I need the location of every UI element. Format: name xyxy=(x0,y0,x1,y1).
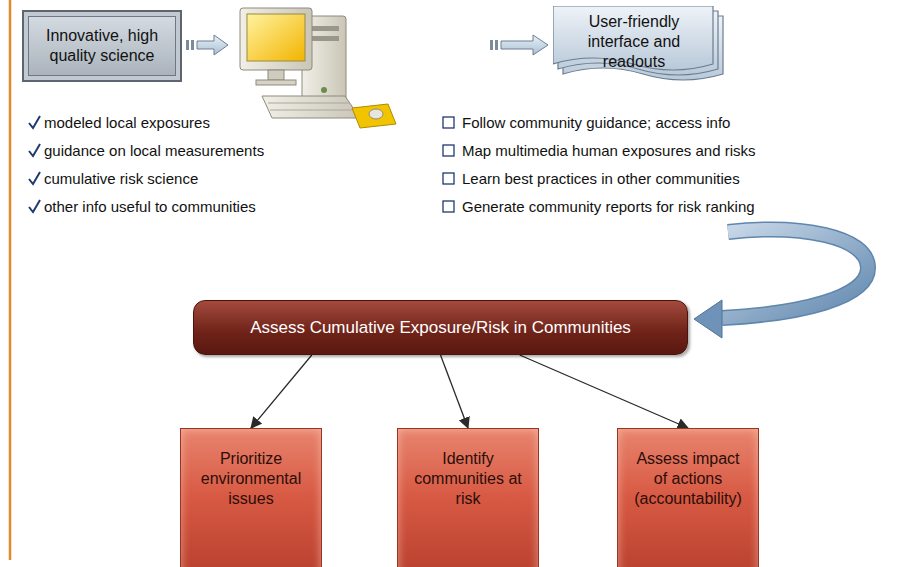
check-mark xyxy=(29,144,40,156)
key-row xyxy=(270,110,354,111)
arrow-tail-bar xyxy=(186,40,189,50)
source-box: Innovative, high quality science xyxy=(22,10,182,82)
connector-arrow xyxy=(251,355,312,428)
connector-arrow xyxy=(441,355,469,428)
bullet-squares xyxy=(443,117,454,212)
check-marks xyxy=(29,116,40,212)
curved-arrow-head xyxy=(694,300,722,338)
mouse xyxy=(369,109,383,119)
list-item: Follow community guidance; access info xyxy=(462,113,730,133)
check-mark xyxy=(29,116,40,128)
arrow-tail-bar xyxy=(191,40,194,50)
check-mark xyxy=(29,172,40,184)
monitor-screen xyxy=(247,14,305,61)
outcome-box: Identify communities at risk xyxy=(397,428,539,567)
list-item: other info useful to communities xyxy=(44,197,256,217)
arrow-body xyxy=(501,35,548,55)
bullet-square xyxy=(443,173,454,184)
bullet-square xyxy=(443,145,454,156)
list-item: modeled local exposures xyxy=(44,113,210,133)
curved-arrow-edge xyxy=(722,230,868,318)
arrow-tail-bar xyxy=(495,40,498,50)
node-text: Prioritize environmental issues xyxy=(191,449,311,509)
list-item: Generate community reports for risk rank… xyxy=(462,197,755,217)
power-light xyxy=(321,87,327,93)
computer-illustration xyxy=(240,8,396,128)
drive-slot xyxy=(309,36,339,41)
node-text: Assess impact of actions (accountability… xyxy=(628,449,748,509)
outcome-box: Prioritize environmental issues xyxy=(180,428,322,567)
flow-arrow xyxy=(186,35,228,55)
list-item: Learn best practices in other communitie… xyxy=(462,169,740,189)
mouse-pad xyxy=(352,104,396,128)
output-pages: User-friendly interface and readouts xyxy=(553,6,725,84)
connector-arrow xyxy=(520,355,688,428)
check-mark xyxy=(29,200,40,212)
list-item: Map multimedia human exposures and risks xyxy=(462,141,755,161)
monitor-base xyxy=(256,80,296,85)
list-item: guidance on local measurements xyxy=(44,141,264,161)
bullet-square xyxy=(443,201,454,212)
key-row xyxy=(268,103,349,104)
arrow-tail-bar xyxy=(490,40,493,50)
node-text: Innovative, high quality science xyxy=(38,26,166,66)
arrow-body xyxy=(197,35,228,55)
process-box: Assess Cumulative Exposure/Risk in Commu… xyxy=(193,300,688,355)
drive-slot xyxy=(309,26,339,31)
bullet-square xyxy=(443,117,454,128)
curved-arrow xyxy=(694,230,868,338)
node-text: User-friendly interface and readouts xyxy=(565,12,703,72)
outcome-box: Assess impact of actions (accountability… xyxy=(617,428,759,567)
node-text: Assess Cumulative Exposure/Risk in Commu… xyxy=(250,317,631,338)
monitor-stand xyxy=(268,70,284,80)
margin-rule xyxy=(9,0,12,560)
monitor-frame xyxy=(240,8,312,70)
node-text: Identify communities at risk xyxy=(408,449,528,509)
flow-arrow xyxy=(490,35,548,55)
keyboard xyxy=(262,96,360,118)
curved-arrow-body xyxy=(722,230,868,318)
list-item: cumulative risk science xyxy=(44,169,198,189)
